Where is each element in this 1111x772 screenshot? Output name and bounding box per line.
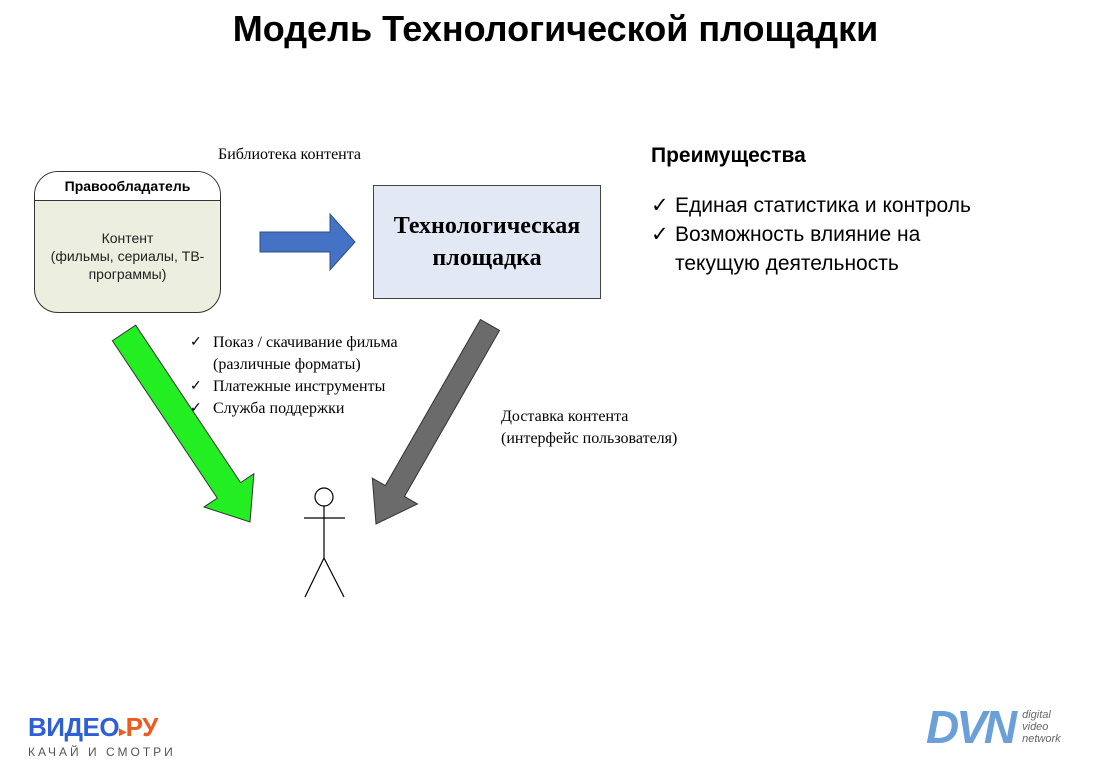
content-line: Контент [101,230,154,246]
feature-item: Показ / скачивание фильма [213,334,398,351]
rights-holder-content: Контент (фильмы, сериалы, ТВ- программы) [35,201,220,283]
advantages-title: Преимущества [651,144,806,167]
feature-item: Платежные инструменты [213,378,386,395]
feature-item: Служба поддержки [213,400,345,417]
platform-line: Технологическая [393,213,581,239]
platform-line: площадка [432,245,542,271]
rights-holder-header: Правообладатель [35,172,220,201]
delivery-line: Доставка контента [501,408,629,425]
advantages-list: ✓ Единая статистика и контроль ✓ Возможнос… [651,191,971,278]
logo-text: РУ [125,712,159,742]
feature-item-cont: (различные форматы) [213,356,361,373]
slide-title: Модель Технологической площадки [232,8,879,49]
advantage-item: Единая статистика и контроль [675,194,971,217]
delivery-label: Доставка контента (интерфейс пользовател… [501,406,677,450]
content-line: (фильмы, сериалы, ТВ- [50,248,205,264]
library-label: Библиотека контента [218,146,362,163]
check-icon: ✓ [190,401,202,416]
service-arrow [111,324,255,523]
logo-text: DVN [926,701,1017,753]
video-ru-logo: ВИДЕО▸РУ КАЧАЙ И СМОТРИ [28,712,176,759]
rights-holder-box: Правообладатель Контент (фильмы, сериалы… [34,171,221,313]
user-figure-icon [304,487,345,598]
check-icon: ✓ [190,335,202,350]
features-list: ✓ Показ / скачивание фильма (различные фо… [190,332,398,420]
library-arrow [259,212,356,272]
content-line: программы) [88,266,167,282]
logo-tagline: network [1022,733,1061,745]
advantage-item: Возможность влияние на [675,223,921,246]
delivery-line: (интерфейс пользователя) [501,430,678,447]
delivery-arrow [371,318,501,525]
logo-tagline: video [1022,721,1049,733]
logo-tagline: digital [1022,709,1051,721]
advantage-item-cont: текущую деятельность [675,252,899,275]
check-icon: ✓ [651,194,669,217]
check-icon: ✓ [190,379,202,394]
tech-platform-box: Технологическая площадка [373,185,601,299]
dvn-logo: DVN digital video network [926,700,1061,754]
logo-text: ВИДЕО [28,712,120,742]
check-icon: ✓ [651,223,669,246]
logo-tagline: КАЧАЙ И СМОТРИ [28,745,176,759]
